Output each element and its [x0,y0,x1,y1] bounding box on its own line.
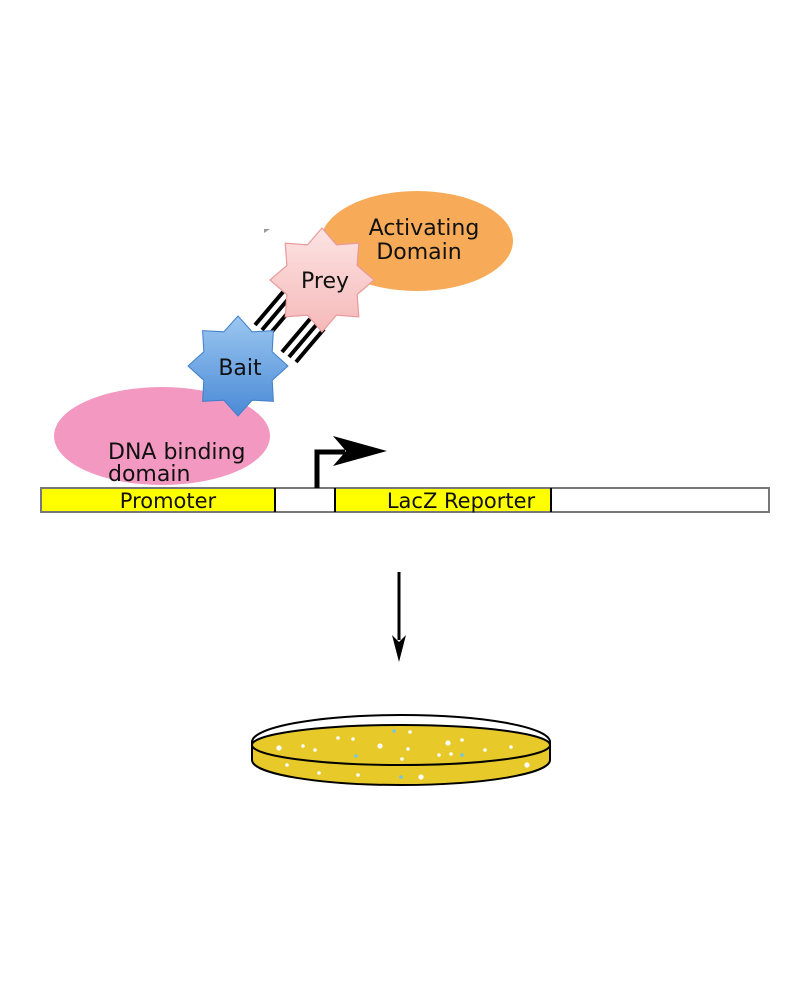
blue-colony [392,729,396,733]
white-colony [301,744,305,748]
white-colony [449,752,453,756]
activating-domain-label-line2: Domain [376,240,461,265]
prey-protein: Prey [269,227,375,333]
white-colony [285,763,289,767]
down-arrow [392,572,406,662]
blue-colony [399,775,403,779]
white-colony [509,745,513,749]
bait-protein: Bait [187,315,289,417]
white-colony [408,730,412,734]
white-colony [317,771,321,775]
white-colony [356,773,360,777]
white-colony [418,774,424,780]
white-colony [400,757,404,761]
lacz-reporter-segment [336,489,550,511]
colonies [276,729,530,780]
white-colony [377,743,383,749]
bait-label: Bait [218,356,262,381]
plate-agar [251,724,551,766]
dna-binding-label-line1: DNA binding [108,440,245,465]
white-colony [351,737,355,741]
promoter-label: Promoter [120,489,217,513]
white-colony [406,747,410,751]
white-colony [313,748,317,752]
petri-dish [251,714,551,786]
white-colony [524,762,530,768]
lacz-reporter-label: LacZ Reporter [387,489,536,513]
white-colony [437,753,441,757]
dna-binding-label-line2: domain [108,462,190,487]
dna-binding-domain-ellipse [54,387,270,485]
transcription-start-arrow [314,436,387,488]
activating-domain-ellipse [321,191,513,291]
white-colony [460,738,464,742]
promoter-segment [42,489,275,511]
plate-lid-rim [251,714,551,743]
white-colony [276,745,282,751]
blue-colony [354,754,358,758]
dna-strand: Promoter LacZ Reporter [40,487,770,513]
white-colony [483,748,487,752]
white-colony [336,736,340,740]
activating-domain-label-line1: Activating [369,216,480,241]
stray-mark [264,229,270,233]
blue-colony [460,753,464,757]
white-colony [445,740,451,746]
prey-label: Prey [301,269,349,294]
